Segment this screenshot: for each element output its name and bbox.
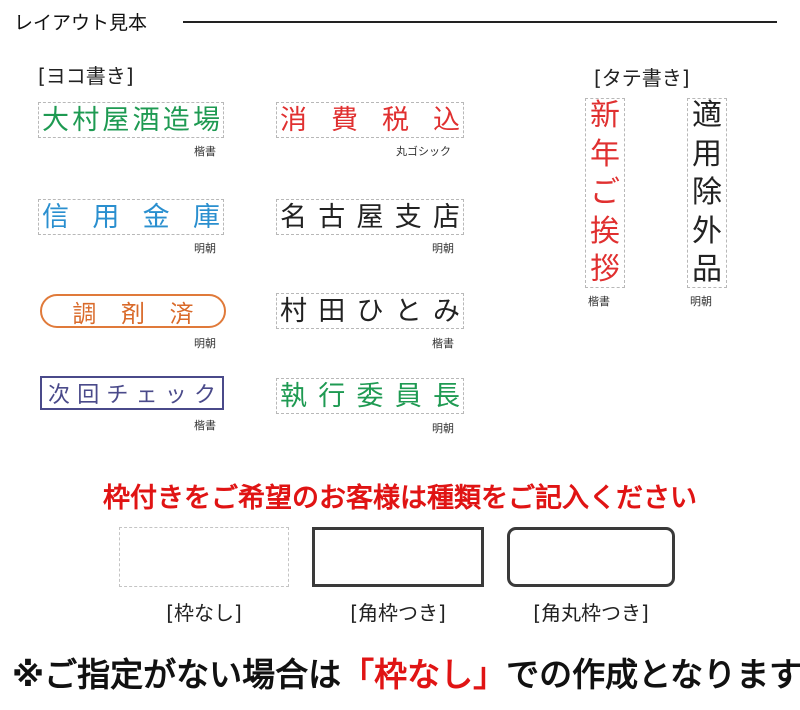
- stamp-char: 田: [318, 295, 346, 327]
- stamp-char: 酒: [132, 104, 160, 136]
- stamp-sample-shinyo: 信用金庫: [38, 199, 224, 235]
- stamp-char: 除: [692, 175, 722, 210]
- frame-sample-rounded: [507, 527, 675, 587]
- default-note-suffix: での作成となります: [506, 655, 800, 694]
- stamp-char: 費: [331, 104, 358, 136]
- default-frame-note: ※ご指定がない場合は「枠なし」での作成となります: [12, 648, 800, 696]
- frame-sample-square: [312, 527, 484, 587]
- stamp-char: 外: [692, 213, 722, 249]
- frame-label-none: [枠なし]: [166, 601, 242, 625]
- stamp-sample-nagoya: 名古屋支店: [276, 199, 464, 235]
- stamp-char: ご: [590, 175, 620, 210]
- stamp-char: 信: [42, 201, 69, 233]
- stamp-char: ッ: [164, 383, 187, 408]
- frame-label-rounded: [角丸枠つき]: [533, 601, 649, 625]
- stamp-char: 村: [280, 295, 307, 327]
- stamp-char: ひ: [356, 295, 384, 327]
- stamp-char: 庫: [192, 201, 220, 233]
- stamp-char: 金: [142, 201, 170, 233]
- stamp-char: 新: [590, 98, 620, 133]
- stamp-char: 屋: [102, 104, 130, 136]
- stamp-sample-tekiyo: 適用除外品: [687, 98, 727, 288]
- stamp-char: 用: [692, 136, 722, 172]
- font-note: 楷書: [588, 295, 610, 308]
- stamp-char: 委: [356, 380, 384, 412]
- stamp-char: 済: [169, 299, 194, 328]
- stamp-char: チ: [106, 383, 129, 408]
- stamp-char: 名: [280, 201, 307, 233]
- font-note: 明朝: [432, 242, 454, 255]
- stamp-char: 村: [72, 104, 100, 136]
- stamp-sample-omuraya: 大村屋酒造場: [38, 102, 224, 138]
- stamp-char: 古: [318, 201, 346, 233]
- font-note: 楷書: [194, 145, 216, 158]
- stamp-char: 税: [382, 104, 409, 136]
- stamp-char: 剤: [120, 299, 145, 328]
- font-note: 丸ゴシック: [396, 145, 451, 158]
- stamp-char: 大: [42, 104, 69, 136]
- frame-sample-none: [119, 527, 289, 587]
- stamp-sample-shinnen: 新年ご挨拶: [585, 98, 625, 288]
- stamp-char: 店: [433, 201, 460, 233]
- stamp-char: 支: [394, 201, 422, 233]
- font-note: 明朝: [432, 422, 454, 435]
- stamp-sample-murata: 村田ひとみ: [276, 293, 464, 329]
- font-note: 明朝: [690, 295, 712, 308]
- stamp-char: 場: [192, 104, 220, 136]
- font-note: 明朝: [194, 242, 216, 255]
- stamp-char: 品: [692, 252, 722, 287]
- stamp-char: 用: [92, 201, 120, 233]
- frame-label-square: [角枠つき]: [350, 601, 446, 625]
- page-title: レイアウト見本: [14, 12, 148, 34]
- header-divider: [183, 21, 777, 23]
- default-note-prefix: ※ご指定がない場合は: [12, 655, 342, 694]
- stamp-char: ェ: [135, 383, 158, 408]
- stamp-sample-chozai: 調剤済: [40, 294, 226, 328]
- stamp-sample-jikai: 次回チェック: [40, 376, 224, 410]
- stamp-sample-zeikomi: 消費税込: [276, 102, 464, 138]
- font-note: 楷書: [432, 337, 454, 350]
- stamp-char: 調: [72, 299, 97, 328]
- stamp-char: 込: [433, 104, 460, 136]
- stamp-char: 造: [162, 104, 190, 136]
- stamp-char: 年: [590, 136, 620, 172]
- frame-notice: 枠付きをご希望のお客様は種類をご記入ください: [103, 483, 697, 514]
- font-note: 楷書: [194, 419, 216, 432]
- stamp-sample-shikko: 執行委員長: [276, 378, 464, 414]
- stamp-char: 適: [692, 98, 722, 133]
- stamp-char: 員: [394, 380, 422, 412]
- stamp-char: 挨: [590, 213, 620, 249]
- stamp-char: 長: [433, 380, 460, 412]
- stamp-char: 次: [48, 383, 71, 408]
- yoko-section-label: [ヨコ書き]: [38, 64, 134, 88]
- default-note-highlight: 「枠なし」: [341, 655, 507, 694]
- stamp-char: 回: [77, 383, 100, 408]
- stamp-char: と: [394, 295, 422, 327]
- stamp-char: 行: [318, 380, 346, 412]
- stamp-char: 屋: [356, 201, 384, 233]
- stamp-char: ク: [193, 383, 216, 408]
- stamp-char: 拶: [590, 252, 620, 287]
- stamp-char: み: [433, 295, 460, 327]
- tate-section-label: [タテ書き]: [594, 66, 690, 90]
- font-note: 明朝: [194, 337, 216, 350]
- stamp-char: 消: [280, 104, 307, 136]
- stamp-char: 執: [280, 380, 307, 412]
